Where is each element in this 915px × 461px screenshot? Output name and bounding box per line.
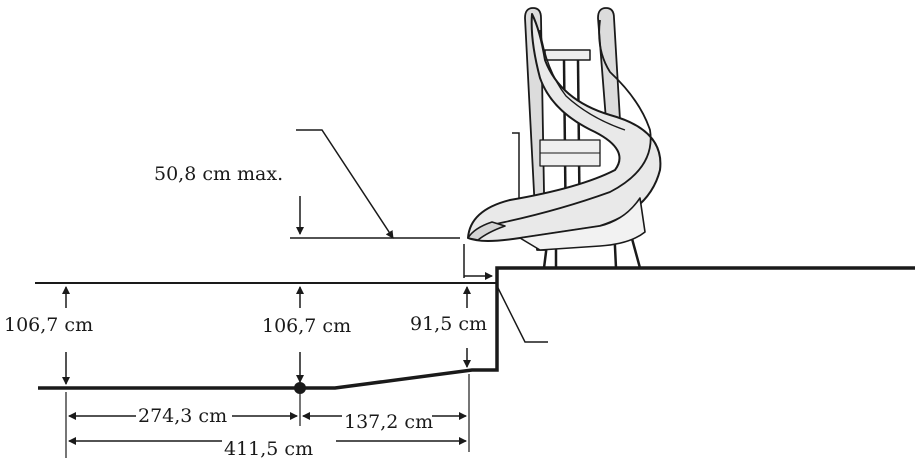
label-length-second: 137,2 cm bbox=[344, 411, 433, 433]
horizontal-dimensions bbox=[65, 374, 470, 458]
label-depth-wall: 91,5 cm bbox=[410, 313, 487, 335]
dimension-labels: 50,8 cm max. 106,7 cm 106,7 cm 91,5 cm 2… bbox=[4, 163, 487, 460]
label-max-slide-height: 50,8 cm max. bbox=[154, 163, 283, 185]
leader-to-slide-exit bbox=[296, 129, 394, 239]
label-depth-middle: 106,7 cm bbox=[262, 315, 351, 337]
leader-lines bbox=[290, 129, 548, 343]
slide-base-skirt bbox=[519, 197, 646, 251]
pool-profile bbox=[35, 266, 915, 394]
floor-breakpoint-marker bbox=[294, 382, 306, 394]
slide-chute-inner-edge-2 bbox=[539, 29, 626, 131]
slide-top-platform bbox=[544, 49, 591, 61]
water-slide-illustration bbox=[467, 7, 662, 269]
slide-rear-rail-right bbox=[597, 7, 621, 121]
label-length-total: 411,5 cm bbox=[224, 438, 313, 460]
label-length-first: 274,3 cm bbox=[138, 405, 227, 427]
slide-exit-lip bbox=[467, 221, 506, 241]
vertical-dimensions bbox=[62, 196, 493, 385]
label-depth-left: 106,7 cm bbox=[4, 314, 93, 336]
slide-chute-inner-edge bbox=[477, 19, 652, 233]
slide-legs bbox=[542, 223, 642, 269]
leader-to-wall bbox=[496, 285, 548, 343]
